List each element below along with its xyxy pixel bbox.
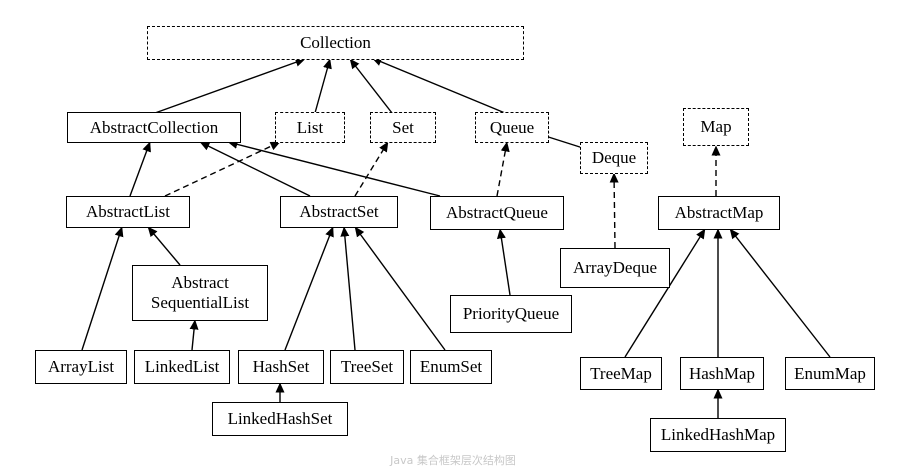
- node-linked-list: LinkedList: [134, 350, 230, 384]
- edge-hashset-abstractset: [284, 226, 334, 351]
- edge-abstractqueue-abstractcollection: [227, 139, 441, 197]
- node-enum-map-label: EnumMap: [794, 363, 866, 383]
- figure-caption: Java 集合框架层次结构图: [390, 454, 516, 467]
- node-priority-queue: PriorityQueue: [450, 295, 572, 333]
- node-abstract-map: AbstractMap: [658, 196, 780, 230]
- edge-abstractcollection-collection: [154, 57, 306, 114]
- node-abstract-collection: AbstractCollection: [67, 112, 241, 143]
- node-abstract-queue: AbstractQueue: [430, 196, 564, 230]
- node-map-label: Map: [700, 117, 732, 137]
- node-abstract-sequential-list-label: Abstract SequentialList: [150, 273, 250, 312]
- edge-abstractqueue-queue: [496, 141, 510, 197]
- node-list: List: [275, 112, 345, 143]
- node-tree-map-label: TreeMap: [590, 363, 652, 383]
- edge-set-collection: [349, 58, 393, 114]
- edge-abstractsequentiallist-abstractlist: [147, 226, 181, 266]
- node-abstract-collection-label: AbstractCollection: [89, 117, 219, 137]
- node-abstract-set-label: AbstractSet: [299, 202, 379, 222]
- edge-enumset-abstractset: [354, 226, 446, 351]
- edge-enummap-abstractmap: [729, 228, 831, 358]
- node-abstract-queue-label: AbstractQueue: [446, 203, 548, 223]
- edge-abstractset-abstractcollection: [199, 141, 311, 197]
- edge-treemap-abstractmap: [624, 228, 706, 358]
- node-enum-set-label: EnumSet: [419, 357, 483, 377]
- node-abstract-map-label: AbstractMap: [674, 203, 764, 223]
- node-linked-hash-map: LinkedHashMap: [650, 418, 786, 452]
- node-collection-label: Collection: [300, 33, 371, 53]
- node-hash-set-label: HashSet: [252, 357, 310, 377]
- edge-abstractlist-abstractcollection: [129, 141, 151, 197]
- node-array-deque: ArrayDeque: [560, 248, 670, 288]
- edge-arraydeque-deque: [609, 172, 619, 249]
- node-tree-map: TreeMap: [580, 357, 662, 390]
- edge-treeset-abstractset: [340, 226, 356, 351]
- edge-abstractset-set: [354, 141, 389, 197]
- node-tree-set-label: TreeSet: [340, 357, 394, 377]
- node-hash-set: HashSet: [238, 350, 324, 384]
- node-set-label: Set: [392, 117, 414, 137]
- node-abstract-list: AbstractList: [66, 196, 190, 228]
- node-linked-hash-map-label: LinkedHashMap: [660, 425, 776, 445]
- node-collection: Collection: [147, 26, 524, 60]
- node-queue: Queue: [475, 112, 549, 143]
- edge-linkedlist-abstractsequentiallist: [189, 319, 199, 351]
- edge-list-collection: [314, 58, 332, 114]
- node-abstract-set: AbstractSet: [280, 196, 398, 228]
- node-array-list: ArrayList: [35, 350, 127, 384]
- edge-queue-collection: [371, 57, 506, 114]
- node-tree-set: TreeSet: [330, 350, 404, 384]
- node-map: Map: [683, 108, 749, 146]
- node-set: Set: [370, 112, 436, 143]
- edge-abstractlist-list: [164, 141, 281, 197]
- node-linked-list-label: LinkedList: [144, 357, 220, 377]
- node-array-list-label: ArrayList: [47, 357, 115, 377]
- node-queue-label: Queue: [489, 117, 535, 137]
- node-abstract-sequential-list: Abstract SequentialList: [132, 265, 268, 321]
- node-hash-map: HashMap: [680, 357, 764, 390]
- node-list-label: List: [296, 117, 324, 137]
- node-abstract-list-label: AbstractList: [85, 202, 171, 222]
- node-deque-label: Deque: [591, 148, 637, 168]
- node-enum-set: EnumSet: [410, 350, 492, 384]
- edge-priorityqueue-abstractqueue: [496, 228, 511, 296]
- node-hash-map-label: HashMap: [688, 363, 756, 383]
- node-array-deque-label: ArrayDeque: [572, 258, 657, 278]
- node-enum-map: EnumMap: [785, 357, 875, 390]
- edge-arraylist-abstractlist: [81, 226, 124, 351]
- node-linked-hash-set: LinkedHashSet: [212, 402, 348, 436]
- node-deque: Deque: [580, 142, 648, 174]
- node-linked-hash-set-label: LinkedHashSet: [227, 409, 333, 429]
- node-priority-queue-label: PriorityQueue: [462, 304, 560, 324]
